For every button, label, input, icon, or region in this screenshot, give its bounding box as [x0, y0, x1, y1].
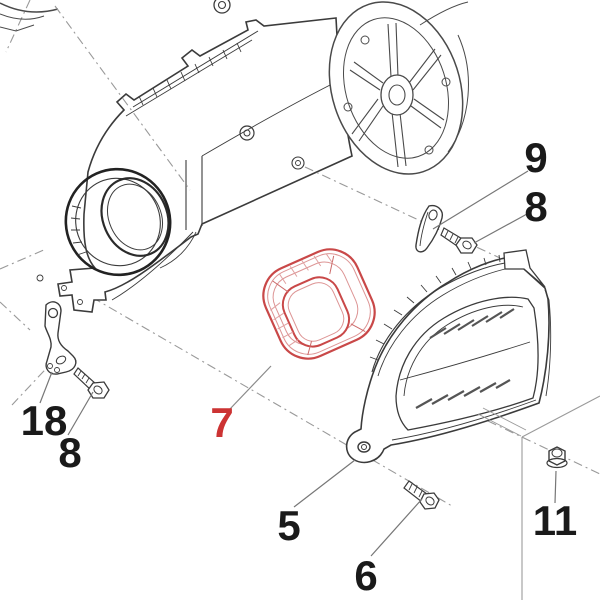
axis-bracket-18b	[11, 356, 58, 406]
cover-air-opening	[64, 167, 172, 277]
nut-11	[546, 446, 568, 469]
intake-cover-hook	[503, 249, 546, 288]
bolt-8-lower	[73, 367, 110, 399]
axis-cover-to-duct	[75, 287, 453, 507]
callout-18: 18	[20, 397, 68, 444]
leader-8-lower	[67, 391, 94, 436]
clip-9	[415, 204, 444, 253]
callout-6: 6	[354, 552, 378, 599]
louver-slots	[415, 308, 515, 409]
leader-18	[39, 371, 53, 404]
callout-9: 9	[524, 134, 548, 181]
cover-outline	[57, 17, 353, 313]
leader-lines	[39, 170, 557, 557]
leader-9	[432, 170, 529, 230]
gasket-7-highlighted	[262, 248, 376, 360]
callout-8-upper: 8	[524, 183, 548, 230]
pulley-face	[328, 1, 469, 175]
pulley-spokes	[349, 22, 445, 168]
bracket-18	[44, 301, 77, 375]
leader-11	[554, 470, 557, 504]
leader-8-upper	[473, 213, 528, 244]
axis-lines	[0, 0, 600, 507]
callout-8-lower: 8	[58, 429, 82, 476]
leader-7	[228, 365, 272, 411]
body-panel-corner	[477, 395, 600, 600]
axis-bracket-18a	[0, 301, 31, 331]
bolt-6	[403, 480, 440, 510]
bolt-8-upper	[440, 227, 478, 254]
leader-6	[370, 498, 423, 557]
callout-11: 11	[532, 497, 578, 544]
callout-5: 5	[277, 502, 301, 549]
axis-left-edge	[0, 248, 47, 270]
transmission-cover	[36, 17, 353, 313]
axis-upper-cover	[54, 5, 191, 191]
axis-nut-11	[487, 420, 600, 475]
intake-cover-5	[345, 249, 552, 464]
corner-fragment	[0, 2, 59, 32]
leader-5	[293, 459, 356, 508]
top-screw	[213, 0, 231, 14]
callout-7-highlighted: 7	[210, 399, 234, 446]
